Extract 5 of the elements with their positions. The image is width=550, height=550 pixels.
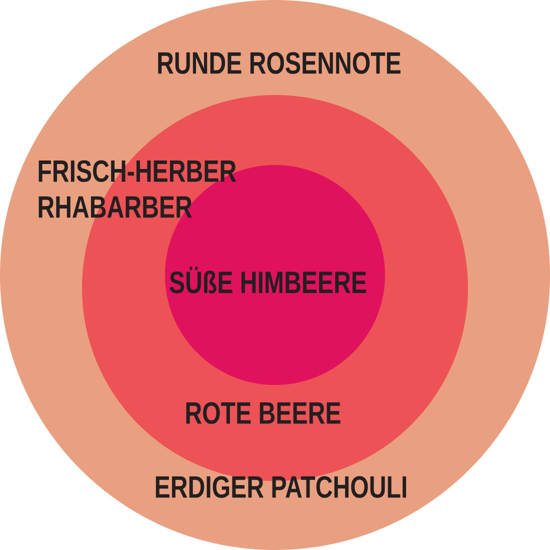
ring-label: FRISCH-HERBER RHABARBER	[38, 160, 236, 218]
ring-label: RUNDE ROSENNOTE	[158, 52, 400, 74]
ring-label: ROTE BEERE	[186, 402, 340, 424]
ring-label: ERDIGER PATCHOULI	[156, 476, 406, 498]
ring-label: SÜßE HIMBEERE	[170, 266, 366, 294]
